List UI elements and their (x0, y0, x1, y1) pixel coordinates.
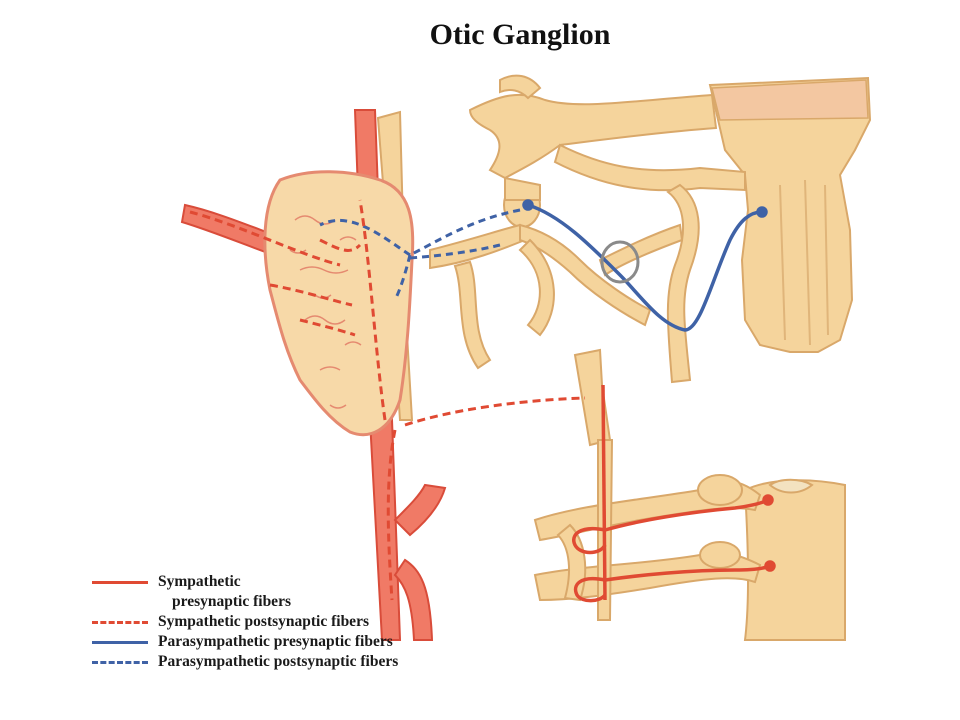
legend-label: Parasympathetic postsynaptic fibers (158, 653, 399, 670)
parasympathetic-ring (600, 240, 640, 284)
legend-label: Sympathetic postsynaptic fibers (158, 613, 369, 630)
parasympathetic-presynaptic-fibers (522, 199, 768, 332)
brainstem (708, 76, 872, 353)
sympathetic-presynaptic-fibers (572, 384, 776, 603)
legend-swatch-solid-blue (92, 641, 148, 644)
lower-spinal-region (533, 348, 846, 641)
diagram-title: Otic Ganglion (429, 18, 611, 51)
upper-nerve-trunks (429, 74, 746, 384)
legend-label: Sympathetic (158, 573, 241, 590)
legend-swatch-dashed-red (92, 621, 148, 624)
parasympathetic-postsynaptic-fibers (319, 208, 521, 301)
legend-label-line2: presynaptic fibers (172, 593, 291, 610)
legend-label: Parasympathetic presynaptic fibers (158, 633, 393, 650)
legend-swatch-solid-red (92, 581, 148, 584)
legend-swatch-dashed-blue (92, 661, 148, 664)
sympathetic-postsynaptic-fibers (189, 199, 586, 601)
